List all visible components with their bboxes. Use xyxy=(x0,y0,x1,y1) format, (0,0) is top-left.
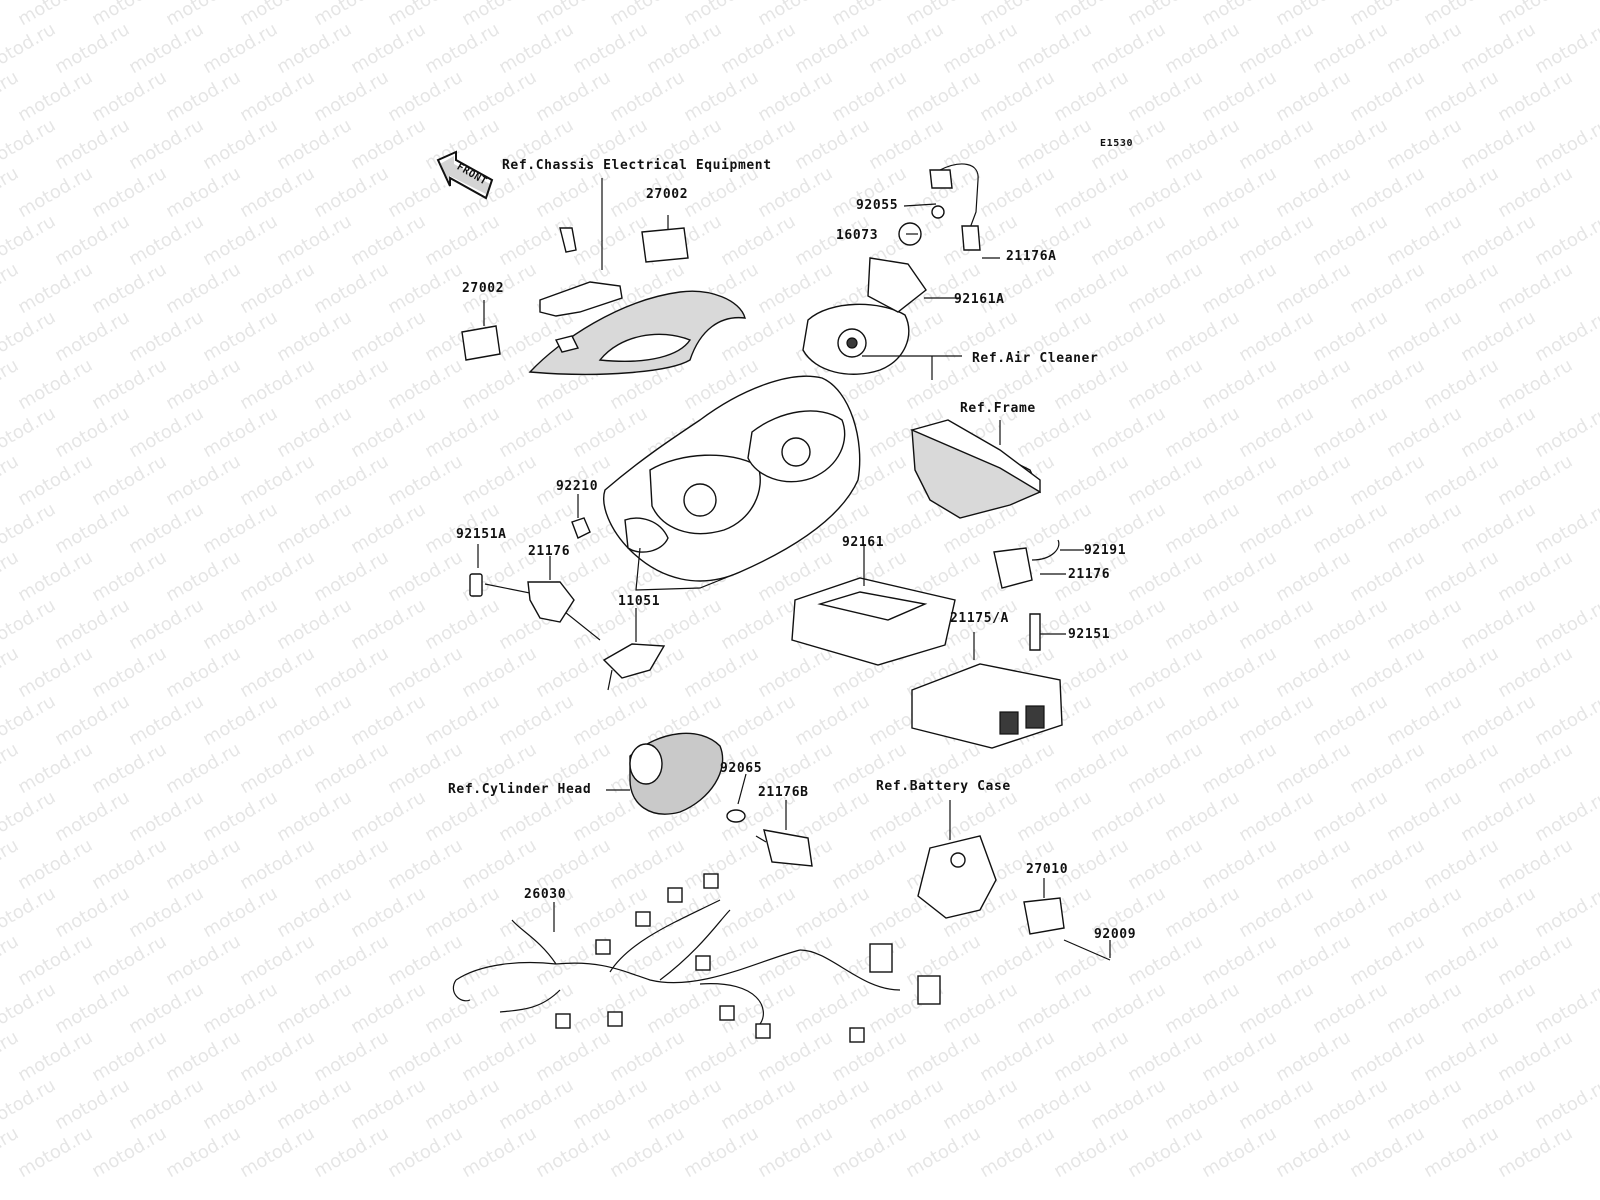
part-92161A: 92161A xyxy=(954,292,1005,307)
part-21176-right: 21176 xyxy=(1068,567,1111,582)
relay-27002-left xyxy=(461,325,501,361)
part-92151: 92151 xyxy=(1068,627,1111,642)
front-direction-arrow xyxy=(436,150,494,200)
sensor-bracket-left xyxy=(469,573,666,691)
part-11051: 11051 xyxy=(618,594,661,609)
ecu-cover xyxy=(791,577,956,666)
part-27010: 27010 xyxy=(1026,862,1069,877)
ref-cylinder-head: Ref.Cylinder Head xyxy=(448,782,592,797)
ref-frame: Ref.Frame xyxy=(960,401,1036,416)
part-92055: 92055 xyxy=(856,198,899,213)
relay-bracket xyxy=(539,227,623,353)
fairing-inner-panel xyxy=(603,375,861,591)
part-21176B: 21176B xyxy=(758,785,809,800)
part-16073: 16073 xyxy=(836,228,879,243)
diagram-code: E1530 xyxy=(1100,138,1134,149)
sensor-21176A xyxy=(898,163,981,251)
temp-sensor-21176B xyxy=(755,829,813,867)
part-92151A: 92151A xyxy=(456,527,507,542)
part-92161: 92161 xyxy=(842,535,885,550)
part-26030: 26030 xyxy=(524,887,567,902)
sensor-21176-right xyxy=(993,539,1060,651)
ecu-unit xyxy=(911,663,1063,749)
part-92009: 92009 xyxy=(1094,927,1137,942)
leader-lines xyxy=(477,178,1111,958)
air-cleaner-housing xyxy=(802,303,910,375)
part-21176-left: 21176 xyxy=(528,544,571,559)
ref-air-cleaner: Ref.Air Cleaner xyxy=(972,351,1099,366)
relay-27002-top xyxy=(641,227,689,263)
gasket-92065 xyxy=(726,809,746,823)
part-21175A: 21175/A xyxy=(950,611,1009,626)
main-harness xyxy=(452,873,941,1043)
part-92210: 92210 xyxy=(556,479,599,494)
part-27002-left: 27002 xyxy=(462,281,505,296)
cylinder-head-section xyxy=(629,732,724,815)
ref-battery-case: Ref.Battery Case xyxy=(876,779,1011,794)
part-21176A: 21176A xyxy=(1006,249,1057,264)
part-27002-top: 27002 xyxy=(646,187,689,202)
frame-bracket xyxy=(909,419,1041,519)
battery-case-bracket xyxy=(917,835,997,919)
part-92065: 92065 xyxy=(720,761,763,776)
relay-27010 xyxy=(1023,897,1111,961)
fairing-upper-cover xyxy=(528,290,746,376)
part-92191: 92191 xyxy=(1084,543,1127,558)
ref-chassis-electrical: Ref.Chassis Electrical Equipment xyxy=(502,158,772,173)
clamp-92161A xyxy=(867,257,927,313)
rubber-grommet-92210 xyxy=(571,517,591,539)
